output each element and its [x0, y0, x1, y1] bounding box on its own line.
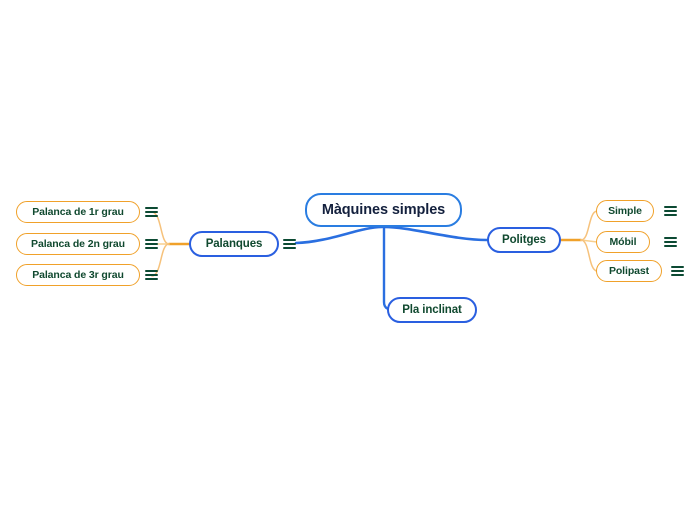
collapse-handle-palanques[interactable] — [283, 238, 296, 250]
mindmap-node-palanca-3r-label: Palanca de 3r grau — [32, 269, 124, 281]
collapse-handle-polipast[interactable] — [671, 265, 684, 277]
mindmap-node-mobil[interactable]: Móbil — [596, 231, 650, 253]
hamburger-icon-line — [664, 210, 677, 212]
mindmap-node-palanca-3r[interactable]: Palanca de 3r grau — [16, 264, 140, 286]
collapse-handle-simple[interactable] — [664, 205, 677, 217]
hamburger-icon-line — [283, 243, 296, 245]
hamburger-icon-line — [145, 270, 158, 272]
edge-root-politges — [382, 225, 489, 242]
mindmap-node-simple[interactable]: Simple — [596, 200, 654, 222]
mindmap-node-palanques-label: Palanques — [205, 238, 263, 250]
hamburger-icon-line — [145, 278, 158, 280]
hamburger-icon-line — [664, 206, 677, 208]
edge-politges-polipast — [580, 239, 598, 272]
mindmap-node-pla-inclinat[interactable]: Pla inclinat — [387, 297, 477, 323]
mindmap-node-pla-inclinat-label: Pla inclinat — [402, 304, 462, 316]
hamburger-icon-line — [664, 241, 677, 243]
mindmap-node-simple-label: Simple — [608, 205, 642, 217]
hamburger-icon-line — [671, 266, 684, 268]
mindmap-node-root[interactable]: Màquines simples — [305, 193, 462, 227]
mindmap-node-root-label: Màquines simples — [321, 202, 446, 218]
hamburger-icon-line — [145, 247, 158, 249]
collapse-handle-palanca-1r[interactable] — [145, 206, 158, 218]
hamburger-icon-line — [145, 274, 158, 276]
mindmap-node-politges[interactable]: Politges — [487, 227, 561, 253]
mindmap-node-polipast-label: Polipast — [608, 265, 650, 277]
collapse-handle-palanca-2n[interactable] — [145, 238, 158, 250]
hamburger-icon-line — [664, 245, 677, 247]
hamburger-icon-line — [145, 207, 158, 209]
mindmap-node-palanca-2n-label: Palanca de 2n grau — [31, 238, 125, 250]
hamburger-icon-line — [664, 237, 677, 239]
mindmap-node-palanca-2n[interactable]: Palanca de 2n grau — [16, 233, 140, 255]
hamburger-icon-line — [664, 214, 677, 216]
mindmap-node-palanques[interactable]: Palanques — [189, 231, 279, 257]
hamburger-icon-line — [283, 239, 296, 241]
hamburger-icon-line — [145, 215, 158, 217]
hamburger-icon-line — [145, 211, 158, 213]
mindmap-node-politges-label: Politges — [502, 234, 546, 246]
hamburger-icon-line — [145, 243, 158, 245]
mindmap-node-polipast[interactable]: Polipast — [596, 260, 662, 282]
collapse-handle-palanca-3r[interactable] — [145, 269, 158, 281]
mindmap-node-palanca-1r[interactable]: Palanca de 1r grau — [16, 201, 140, 223]
edge-root-palanques — [294, 225, 384, 245]
mindmap-node-mobil-label: Móbil — [609, 236, 637, 248]
hamburger-icon-line — [283, 247, 296, 249]
edge-politges-mobil — [580, 239, 598, 243]
mindmap-node-palanca-1r-label: Palanca de 1r grau — [32, 206, 124, 218]
collapse-handle-mobil[interactable] — [664, 236, 677, 248]
edge-politges-simple — [580, 210, 598, 241]
hamburger-icon-line — [145, 239, 158, 241]
hamburger-icon-line — [671, 270, 684, 272]
hamburger-icon-line — [671, 274, 684, 276]
